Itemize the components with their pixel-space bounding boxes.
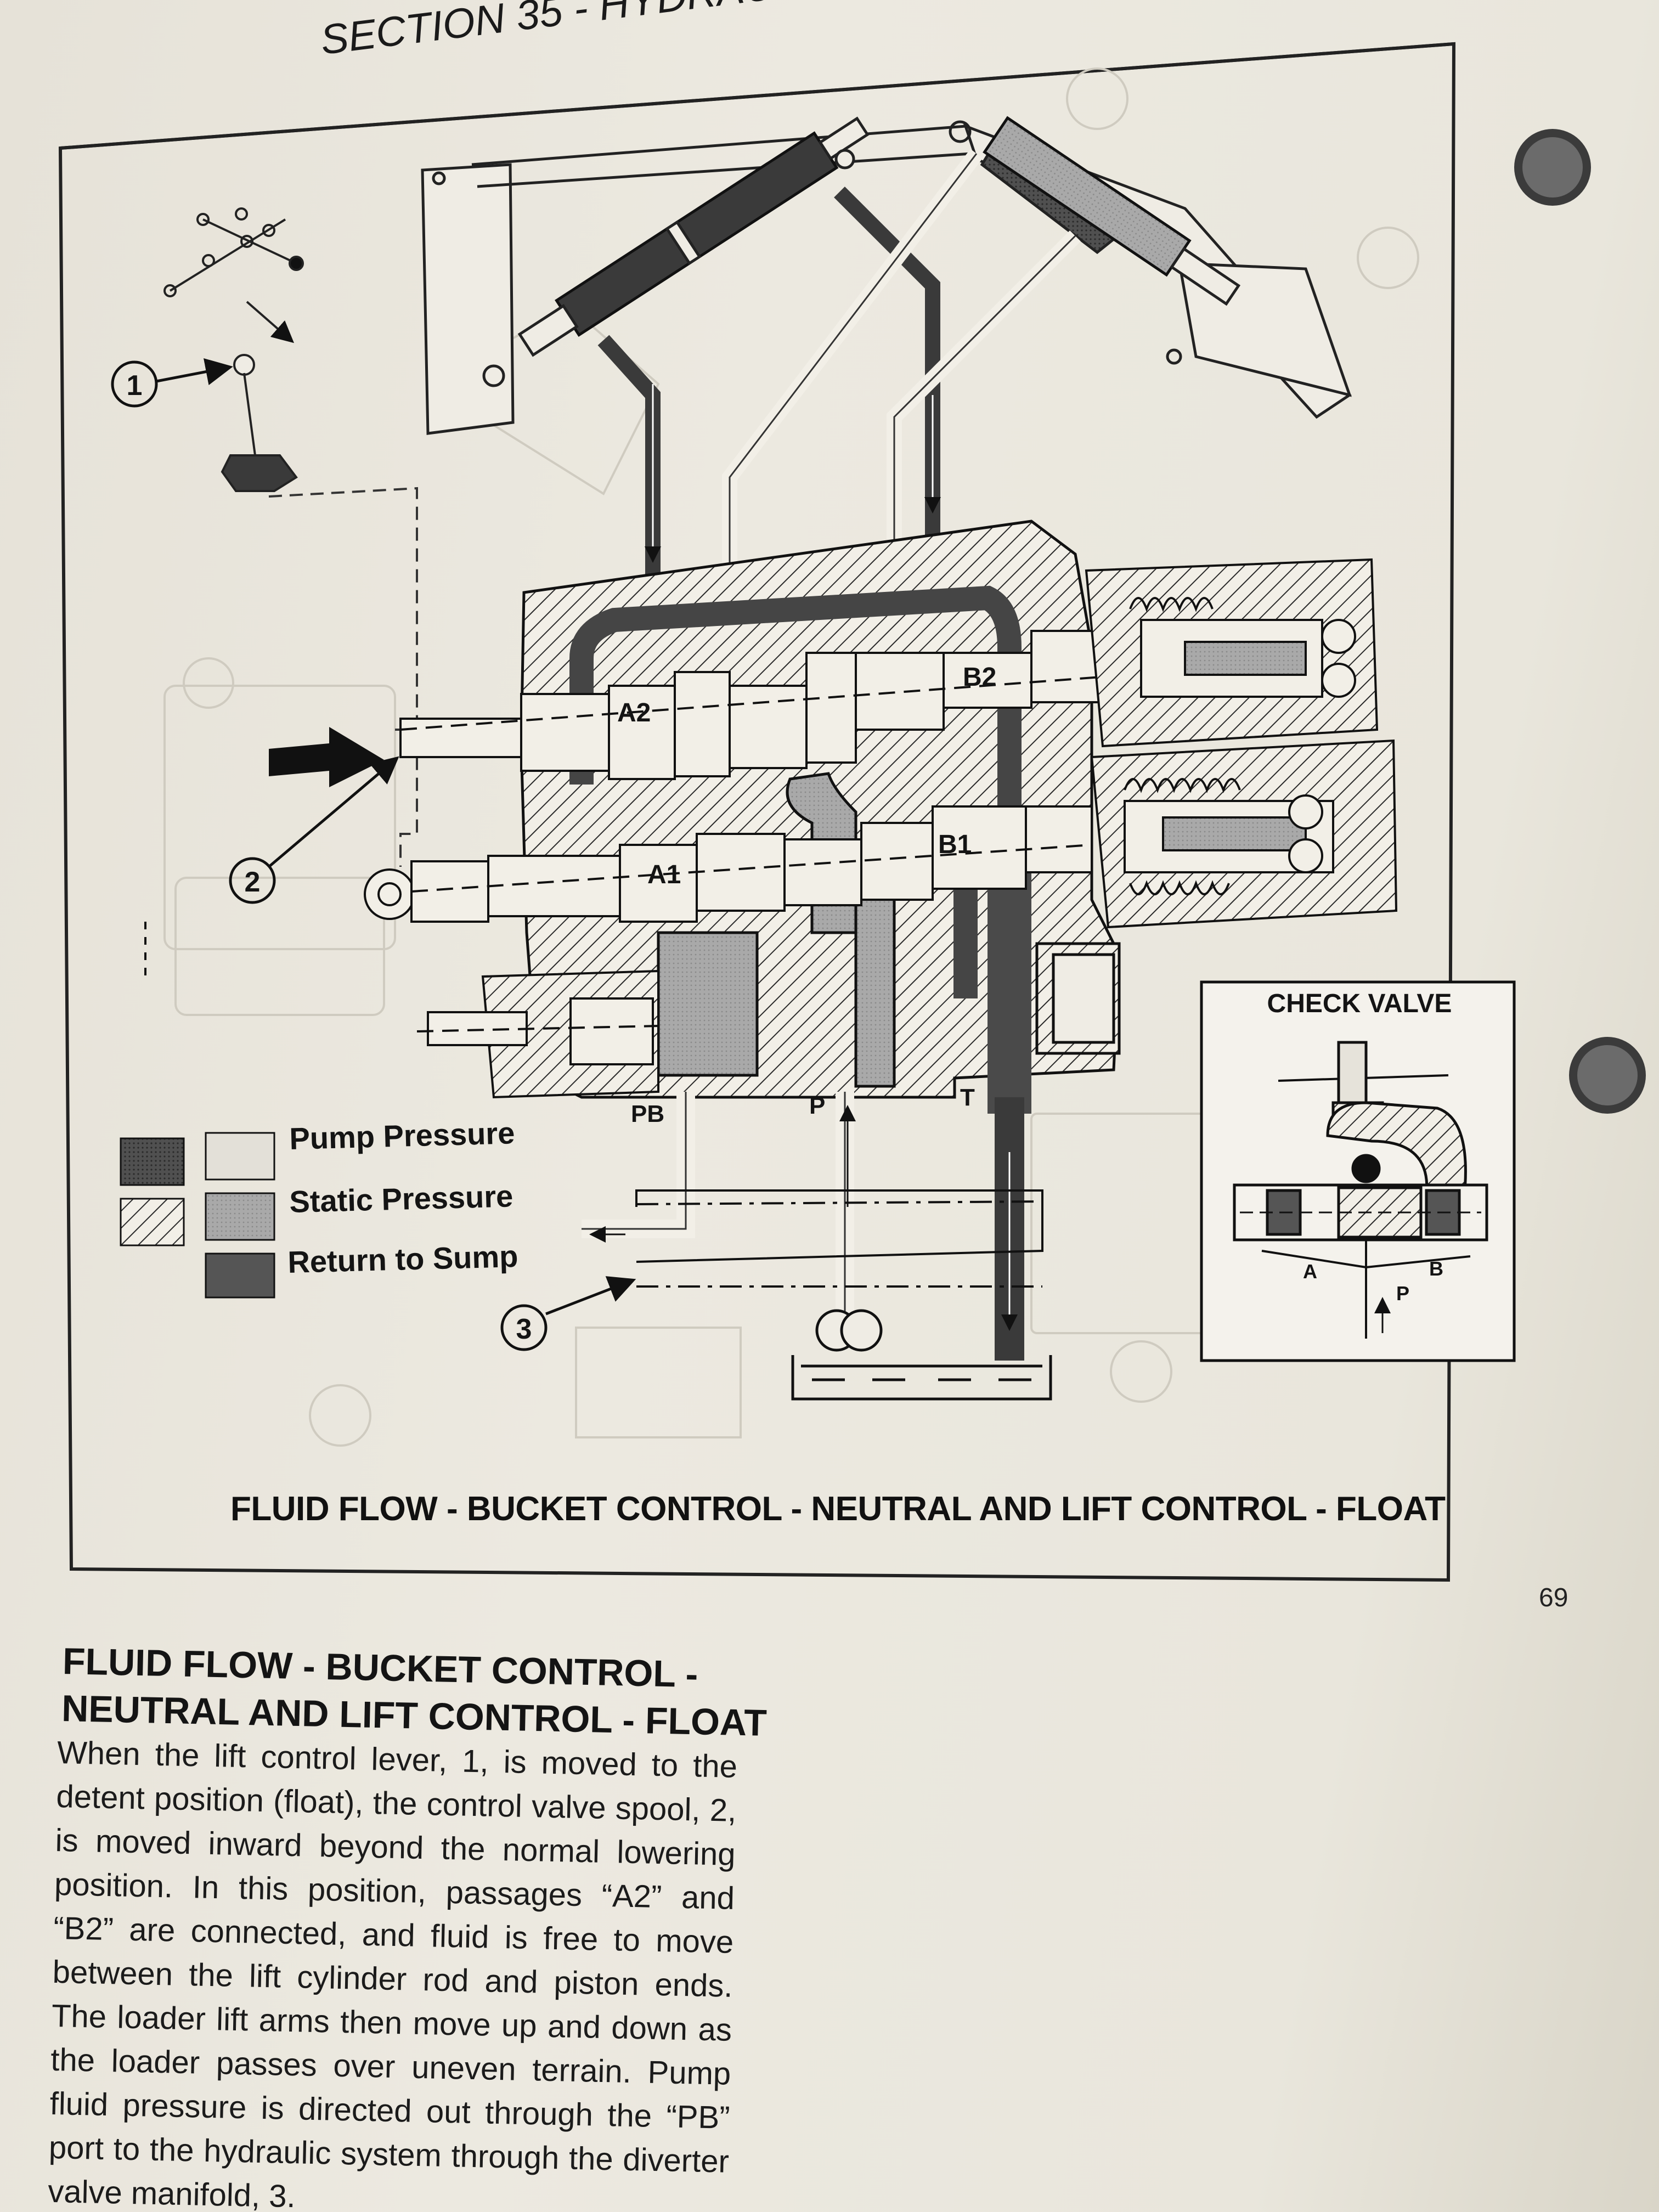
legend-label-static: Static Pressure — [289, 1178, 514, 1219]
figure-caption: FLUID FLOW - BUCKET CONTROL - NEUTRAL AN… — [230, 1490, 1446, 1528]
svg-text:P: P — [1396, 1282, 1409, 1305]
svg-text:A: A — [1303, 1260, 1317, 1283]
diverter-manifold — [635, 1189, 1043, 1288]
svg-text:CHECK VALVE: CHECK VALVE — [1267, 989, 1452, 1018]
lower-spool — [364, 805, 1093, 923]
section-heading: FLUID FLOW - BUCKET CONTROL - NEUTRAL AN… — [61, 1638, 776, 1747]
control-lever — [221, 354, 298, 492]
svg-text:2: 2 — [245, 866, 261, 898]
svg-text:A1: A1 — [647, 860, 681, 889]
callout-2: 2 — [144, 756, 399, 982]
svg-text:P: P — [809, 1092, 825, 1119]
upper-spool — [399, 630, 1137, 780]
svg-text:B1: B1 — [938, 830, 972, 859]
legend-label-pump: Pump Pressure — [289, 1115, 515, 1156]
svg-text:T: T — [960, 1084, 975, 1111]
detent-assemblies — [1085, 558, 1398, 929]
legend-swatch-static-light — [205, 1192, 275, 1241]
legend-label-return: Return to Sump — [287, 1239, 518, 1279]
bleed-through-text — [823, 1651, 1553, 2145]
diagram-frame — [58, 42, 1456, 1582]
svg-text:B: B — [1429, 1257, 1443, 1280]
legend-swatch-static-dark — [120, 1198, 185, 1246]
check-valve-inset — [1200, 980, 1516, 1362]
binder-holes — [1514, 129, 1646, 1114]
callout-1: 1 — [111, 358, 233, 408]
lever-linkage-icon — [163, 207, 304, 343]
svg-text:A2: A2 — [617, 698, 651, 727]
page-number: 69 — [1539, 1583, 1568, 1612]
callout-3: 3 — [500, 1276, 636, 1351]
reservoir — [791, 1355, 1052, 1401]
svg-text:1: 1 — [127, 370, 143, 402]
legend-swatch-pump-light — [205, 1132, 275, 1181]
supply-lines — [582, 1092, 1024, 1361]
svg-text:PB: PB — [631, 1101, 664, 1127]
legend — [120, 1132, 275, 1299]
legend-swatch-pump-dark — [120, 1137, 185, 1186]
loader-arm-linkage — [421, 116, 1352, 435]
relief-valve — [416, 969, 659, 1099]
hydraulic-lines — [597, 149, 1081, 658]
pump-symbol — [815, 1309, 883, 1352]
body-paragraph: When the lift control lever, 1, is moved… — [47, 1734, 738, 2212]
svg-text:B2: B2 — [963, 663, 996, 692]
spool-input-arrow — [269, 727, 384, 787]
legend-swatch-return — [205, 1252, 275, 1299]
svg-text:3: 3 — [516, 1313, 532, 1345]
